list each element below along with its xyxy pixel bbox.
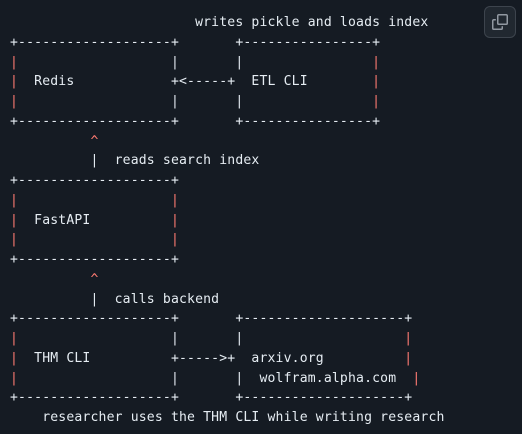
code-line: | THM CLI +----->+ arxiv.org | <box>10 350 413 366</box>
code-line: | FastAPI | <box>10 212 179 228</box>
code-line: | | | wolfram.alpha.com | <box>10 370 421 386</box>
code-line: researcher uses the THM CLI while writin… <box>42 410 445 425</box>
code-line: | | | | <box>10 94 381 109</box>
copy-icon <box>492 14 508 30</box>
code-line: | Redis +<-----+ ETL CLI | <box>10 74 381 90</box>
code-line: writes pickle and loads index <box>195 15 429 30</box>
code-line: ^ <box>90 271 99 287</box>
code-line: +-------------------+ <box>10 252 179 267</box>
code-line: +-------------------+ +-----------------… <box>10 390 413 406</box>
code-line: ^ <box>90 133 99 149</box>
code-line: | reads search index <box>90 153 260 169</box>
code-line: | | <box>10 232 179 248</box>
code-line: | calls backend <box>90 291 220 307</box>
copy-button[interactable] <box>484 6 516 38</box>
code-line: | | | | <box>10 54 381 70</box>
code-line: +-------------------+ +-----------------… <box>10 311 413 327</box>
code-line: | | <box>10 192 179 208</box>
code-line: +-------------------+ <box>10 173 179 188</box>
ascii-diagram: writes pickle and loads index +----------… <box>10 13 445 428</box>
code-line: +-------------------+ +----------------+ <box>10 113 381 129</box>
code-line: | | | | <box>10 331 413 346</box>
code-line: +-------------------+ +----------------+ <box>10 34 381 50</box>
